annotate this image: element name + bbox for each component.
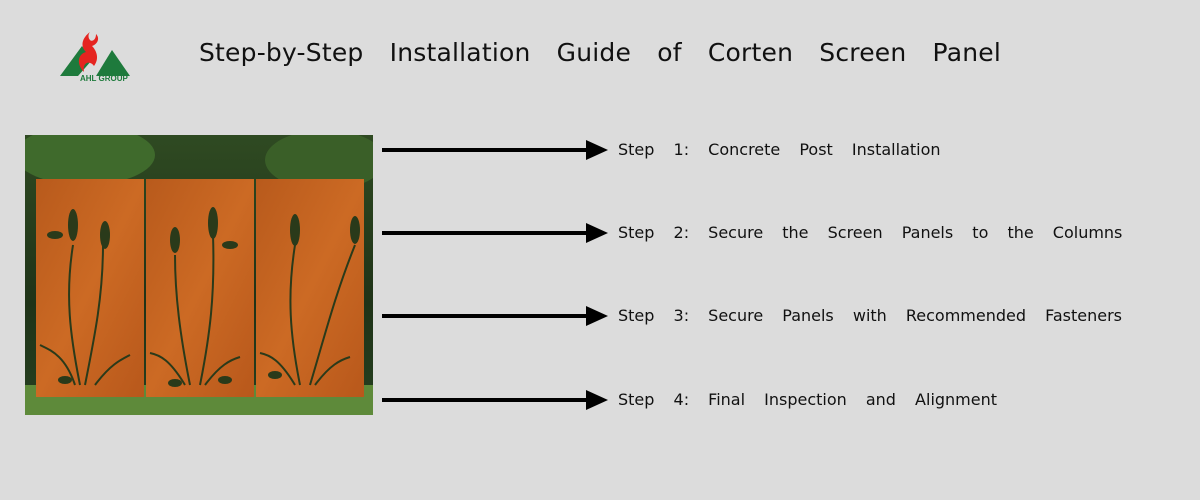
arrow-right-icon — [382, 223, 608, 243]
step-2: Step 2: Secure the Screen Panels to the … — [382, 218, 1182, 248]
page-title: Step-by-Step Installation Guide of Corte… — [198, 38, 1001, 67]
step-label: Step 1: Concrete Post Installation — [618, 140, 941, 159]
arrow-right-icon — [382, 306, 608, 326]
step-label: Step 2: Secure the Screen Panels to the … — [618, 223, 1123, 242]
step-label: Step 4: Final Inspection and Alignment — [618, 390, 998, 409]
step-1: Step 1: Concrete Post Installation — [382, 135, 1182, 165]
step-label: Step 3: Secure Panels with Recommended F… — [618, 306, 1122, 325]
ahl-group-logo: AHL GROUP — [52, 28, 142, 83]
step-3: Step 3: Secure Panels with Recommended F… — [382, 301, 1182, 331]
arrow-right-icon — [382, 140, 608, 160]
step-4: Step 4: Final Inspection and Alignment — [382, 385, 1182, 415]
corten-screen-photo — [15, 125, 385, 415]
svg-text:AHL GROUP: AHL GROUP — [80, 74, 129, 83]
arrow-right-icon — [382, 390, 608, 410]
